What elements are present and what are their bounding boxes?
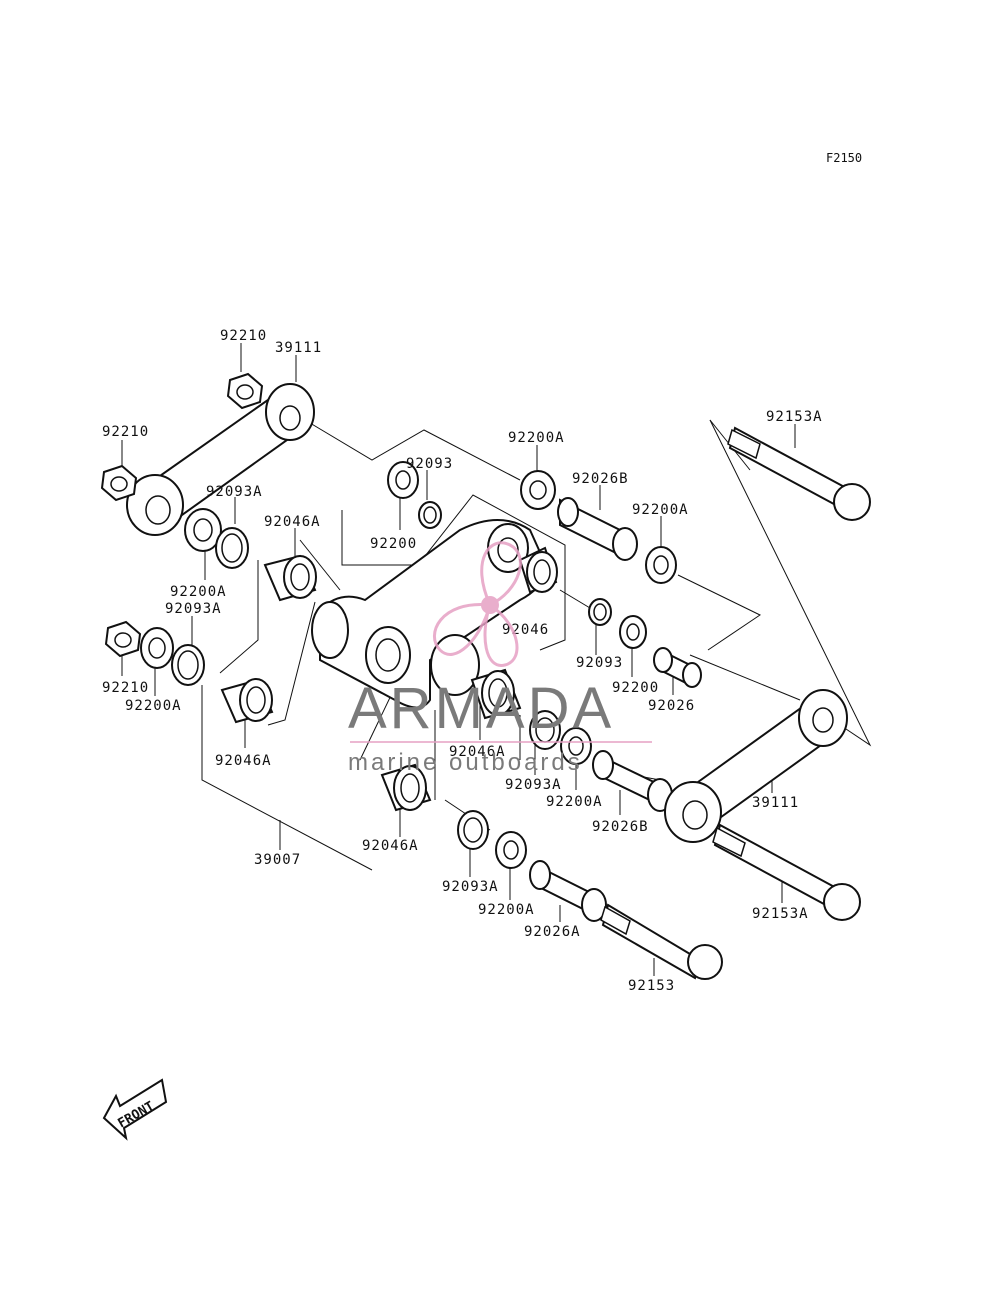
part-label: 39111: [275, 340, 322, 356]
part-label: 92046A: [215, 753, 272, 769]
part-label: 92046A: [264, 514, 321, 530]
part-label: 92210: [102, 680, 149, 696]
part-label: 92093A: [165, 601, 222, 617]
collar-92026B-b: [592, 750, 673, 812]
collar-92026: [653, 647, 702, 688]
bearing-92046A-c: [470, 668, 522, 720]
part-label: 39007: [254, 852, 301, 868]
part-label: 92210: [220, 328, 267, 344]
part-label: 92026B: [572, 471, 629, 487]
nut-92210-a: [226, 372, 264, 410]
bolt-92153: [600, 903, 723, 980]
part-labels: 92210 39111 92210 92093A 92046A 92200A 9…: [102, 328, 823, 994]
front-arrow-icon: FRONT: [102, 1078, 168, 1141]
part-label: 92200A: [632, 502, 689, 518]
part-label: 92093A: [442, 879, 499, 895]
watermark-brand: ARMADA: [348, 676, 614, 741]
part-label: 92153A: [766, 409, 823, 425]
part-label: 92153A: [752, 906, 809, 922]
part-label: 92200: [612, 680, 659, 696]
part-label: 92046A: [362, 838, 419, 854]
bearing-92046: [518, 546, 558, 594]
bolt-92153A-upper: [727, 426, 871, 521]
nut-92210-c: [104, 620, 142, 658]
part-label: 92026: [648, 698, 695, 714]
figure-code: F2150: [826, 151, 862, 165]
part-label: 92200A: [125, 698, 182, 714]
watermark: ARMADA marine outboards: [348, 541, 652, 776]
part-label: 92026B: [592, 819, 649, 835]
part-label: 92046A: [449, 744, 506, 760]
part-label: 92200: [370, 536, 417, 552]
part-label: 92093A: [505, 777, 562, 793]
part-label: 92093A: [206, 484, 263, 500]
bearing-92046A-d: [380, 763, 432, 812]
leader-lines: [121, 343, 872, 976]
tie-rod-lower: [664, 689, 848, 843]
collar-92026B-a: [557, 497, 638, 561]
parts: [100, 372, 871, 980]
bolt-92153A-lower: [712, 823, 861, 921]
part-label: 92026A: [524, 924, 581, 940]
part-label: 92210: [102, 424, 149, 440]
part-label: 92093: [576, 655, 623, 671]
part-label: 92093: [406, 456, 453, 472]
part-label: 92200A: [170, 584, 227, 600]
part-label: 92200A: [508, 430, 565, 446]
tie-rod-upper: [126, 383, 315, 536]
watermark-tagline: marine outboards: [348, 749, 583, 776]
part-label: 92200A: [546, 794, 603, 810]
part-label: 39111: [752, 795, 799, 811]
part-label: 92200A: [478, 902, 535, 918]
bearing-92046A-b: [220, 678, 274, 724]
collar-92026A: [529, 860, 607, 922]
propeller-logo-icon: [433, 541, 522, 667]
nut-92210-b: [100, 464, 138, 502]
part-label: 92153: [628, 978, 675, 994]
bearing-92046A-a: [263, 554, 317, 602]
rocker-arm: [311, 519, 550, 709]
